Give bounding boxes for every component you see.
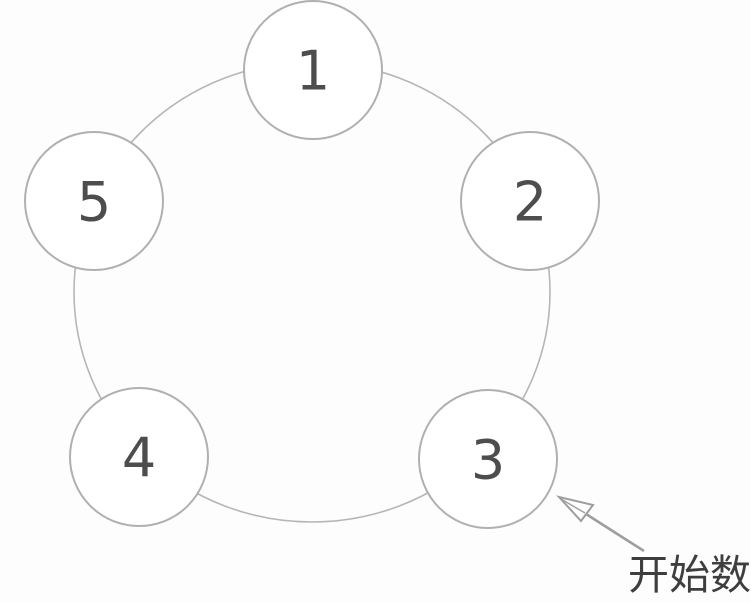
node-5: 5 [24,131,164,271]
node-4-circle [69,387,209,527]
node-4: 4 [69,387,209,527]
start-annotation: 开始数 [628,551,751,599]
start-arrow [556,495,645,553]
node-5-circle [24,131,164,271]
node-1: 1 [243,0,383,140]
node-5-label: 5 [77,170,111,233]
arrow-shaft [585,512,645,553]
node-1-label: 1 [296,39,330,102]
node-3-label: 3 [471,428,505,491]
node-3-circle [418,389,558,529]
node-1-circle [243,0,383,140]
node-4-label: 4 [122,426,156,489]
node-3: 3 [418,389,558,529]
node-2: 2 [460,131,600,271]
node-2-circle [460,131,600,271]
arrow-crease [560,498,586,514]
node-2-label: 2 [513,170,547,233]
